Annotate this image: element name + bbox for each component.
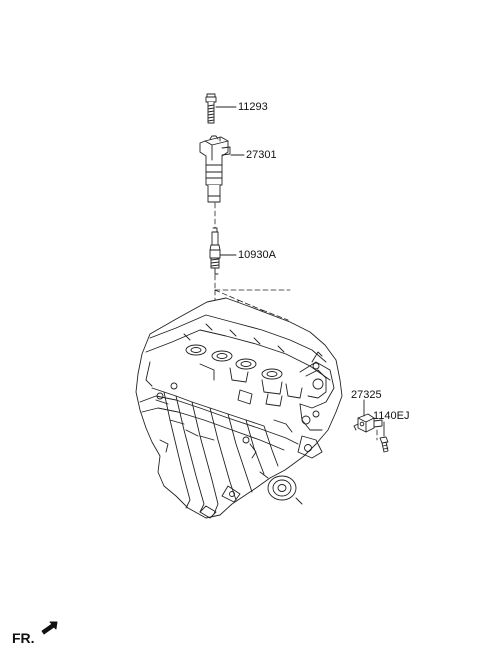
arrow-icon (41, 621, 58, 635)
part-label-27325: 27325 (351, 389, 382, 401)
direction-label: FR. (12, 630, 35, 646)
knock-sensor-icon (353, 413, 383, 433)
bolt-icon (205, 93, 217, 124)
bolt-icon (379, 436, 389, 453)
ignition-coil-icon (199, 135, 231, 203)
part-label-27301: 27301 (246, 149, 277, 161)
engine-cylinder-head-icon (135, 297, 343, 519)
part-label-1140EJ: 1140EJ (373, 410, 410, 422)
spark-plug-icon (209, 227, 221, 275)
part-label-11293: 11293 (238, 101, 268, 113)
part-label-10930A: 10930A (238, 249, 276, 261)
